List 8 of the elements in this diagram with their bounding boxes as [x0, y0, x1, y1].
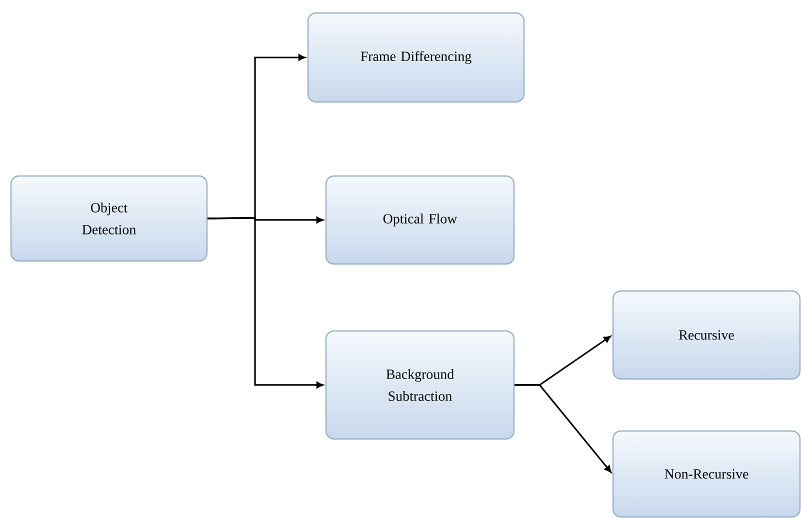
- process-box: Background Subtraction: [325, 330, 515, 440]
- process-box: Recursive: [612, 290, 801, 380]
- process-box: Object Detection: [10, 175, 208, 262]
- process-box: Frame Differencing: [307, 12, 525, 103]
- arrow: [208, 217, 324, 388]
- arrow: [514, 384, 612, 473]
- process-box: Non-Recursive: [612, 430, 801, 518]
- process-box: Optical Flow: [325, 175, 515, 265]
